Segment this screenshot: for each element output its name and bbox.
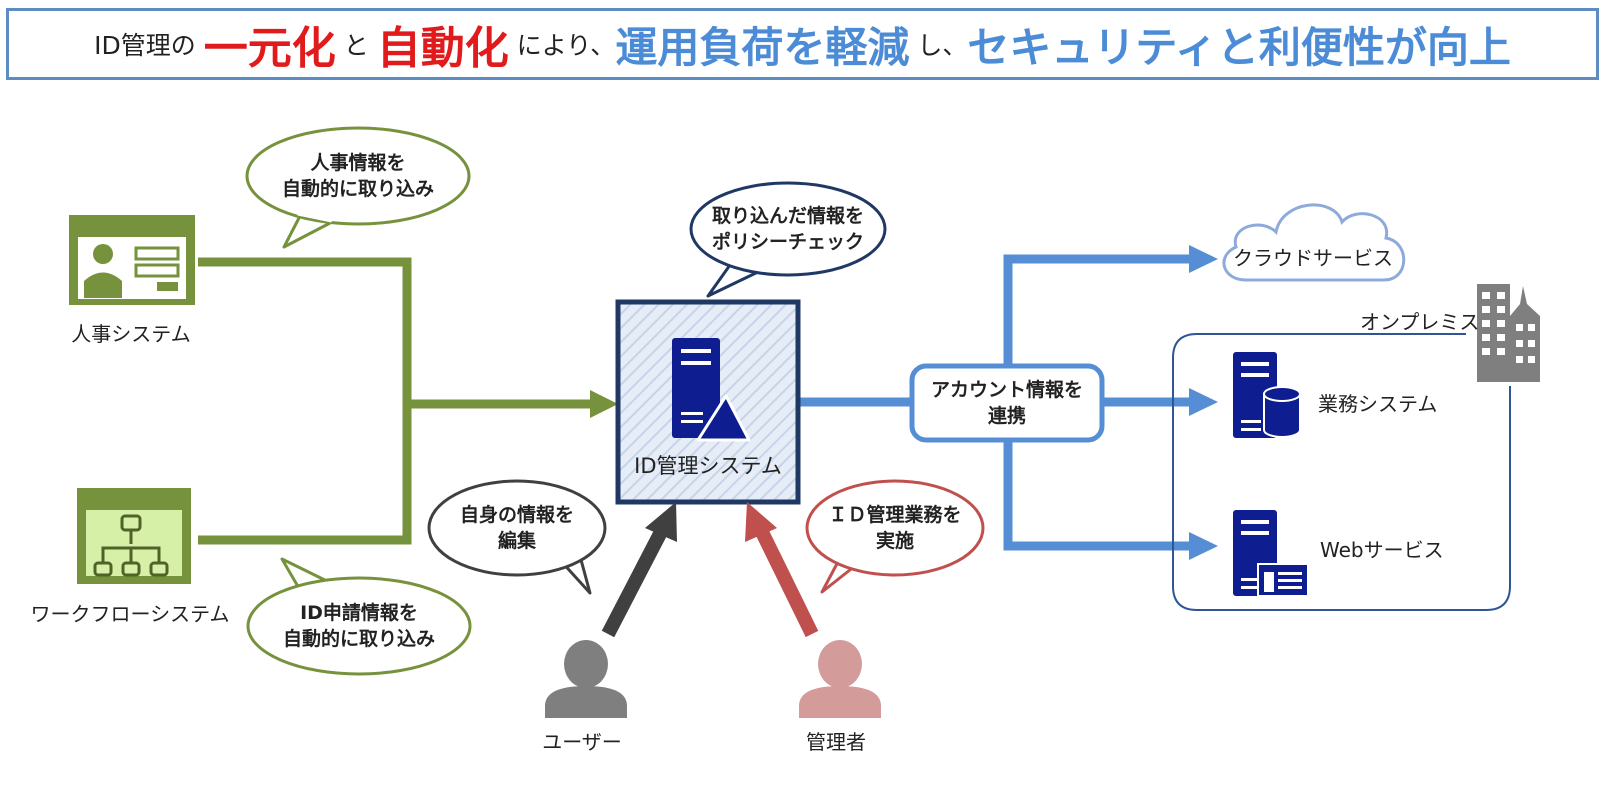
sync-box-line2: 連携: [987, 405, 1027, 427]
on-premise-frame: [1172, 333, 1511, 611]
green-connector: [198, 257, 592, 545]
bubble-admin-text: ＩＤ管理業務を 実施: [828, 502, 961, 554]
banner-highlight-security: セキュリティと利便性が向上: [967, 22, 1511, 72]
database-icon: [1233, 352, 1301, 438]
bubble-user-text: 自身の情報を 編集: [460, 502, 574, 554]
bubble-workflow-line1: ID申請情報を: [300, 601, 418, 624]
green-arrowhead: [590, 390, 618, 418]
banner-text-4: し、: [917, 31, 968, 60]
web-service-label: Webサービス: [1320, 538, 1444, 562]
cloud-icon: [1222, 203, 1406, 282]
hr-card-icon: [69, 215, 195, 305]
banner-highlight-centralize: 一元化: [203, 23, 336, 74]
banner-highlight-automate: 自動化: [376, 23, 509, 74]
bubble-workflow-line2: 自動的に取り込み: [282, 628, 436, 650]
bubble-user-line1: 自身の情報を: [459, 503, 575, 526]
bubble-workflow: [246, 557, 472, 676]
cloud-service-label: クラウドサービス: [1233, 246, 1393, 270]
bubble-admin: [805, 479, 985, 594]
bubble-policy: [689, 181, 887, 298]
building-icon: [1477, 284, 1540, 382]
admin-arrow: [745, 502, 819, 638]
on-premise-label: オンプレミス: [1360, 310, 1480, 334]
business-system-label: 業務システム: [1318, 392, 1438, 416]
bubble-user-line2: 編集: [497, 530, 537, 552]
blue-arrowheads: [1189, 245, 1218, 560]
bubble-policy-line1: 取り込んだ情報を: [711, 204, 865, 227]
bubble-admin-line2: 実施: [875, 530, 915, 552]
bubble-policy-text: 取り込んだ情報を ポリシーチェック: [712, 203, 864, 255]
user-label: ユーザー: [542, 730, 622, 754]
banner-text-2: と: [343, 31, 369, 60]
bubble-hr-line2: 自動的に取り込み: [281, 178, 435, 200]
workflow-icon: [77, 488, 191, 584]
sync-box-text: アカウント情報を 連携: [931, 377, 1083, 429]
bubble-admin-line1: ＩＤ管理業務を: [828, 503, 962, 526]
headline-banner: ID管理の 一元化 と 自動化 により、 運用負荷を軽減 し、 セキュリティと利…: [6, 8, 1599, 80]
banner-highlight-reduce-load: 運用負荷を軽減: [615, 22, 910, 72]
banner-text-1: ID管理の: [94, 31, 196, 60]
sync-box: [909, 363, 1105, 443]
bubble-hr-text: 人事情報を 自動的に取り込み: [282, 150, 434, 202]
user-person-icon: [545, 640, 627, 718]
banner-text-3: により、: [516, 31, 616, 60]
bubble-hr: [245, 126, 471, 249]
bubble-hr-line1: 人事情報を: [310, 151, 406, 174]
bubble-policy-line2: ポリシーチェック: [711, 231, 865, 253]
bubble-workflow-text: ID申請情報を 自動的に取り込み: [283, 600, 435, 652]
user-arrow: [601, 502, 677, 638]
blue-connector: [800, 254, 1192, 551]
web-window-icon: [1233, 510, 1309, 597]
sync-box-line1: アカウント情報を: [930, 378, 1084, 401]
admin-person-icon: [799, 640, 881, 718]
workflow-system-label: ワークフローシステム: [30, 602, 230, 626]
admin-label: 管理者: [806, 730, 866, 754]
bubble-user: [427, 479, 607, 595]
hr-system-label: 人事システム: [71, 322, 191, 346]
server-icon: [672, 338, 751, 442]
id-system-label: ID管理システム: [634, 454, 782, 478]
